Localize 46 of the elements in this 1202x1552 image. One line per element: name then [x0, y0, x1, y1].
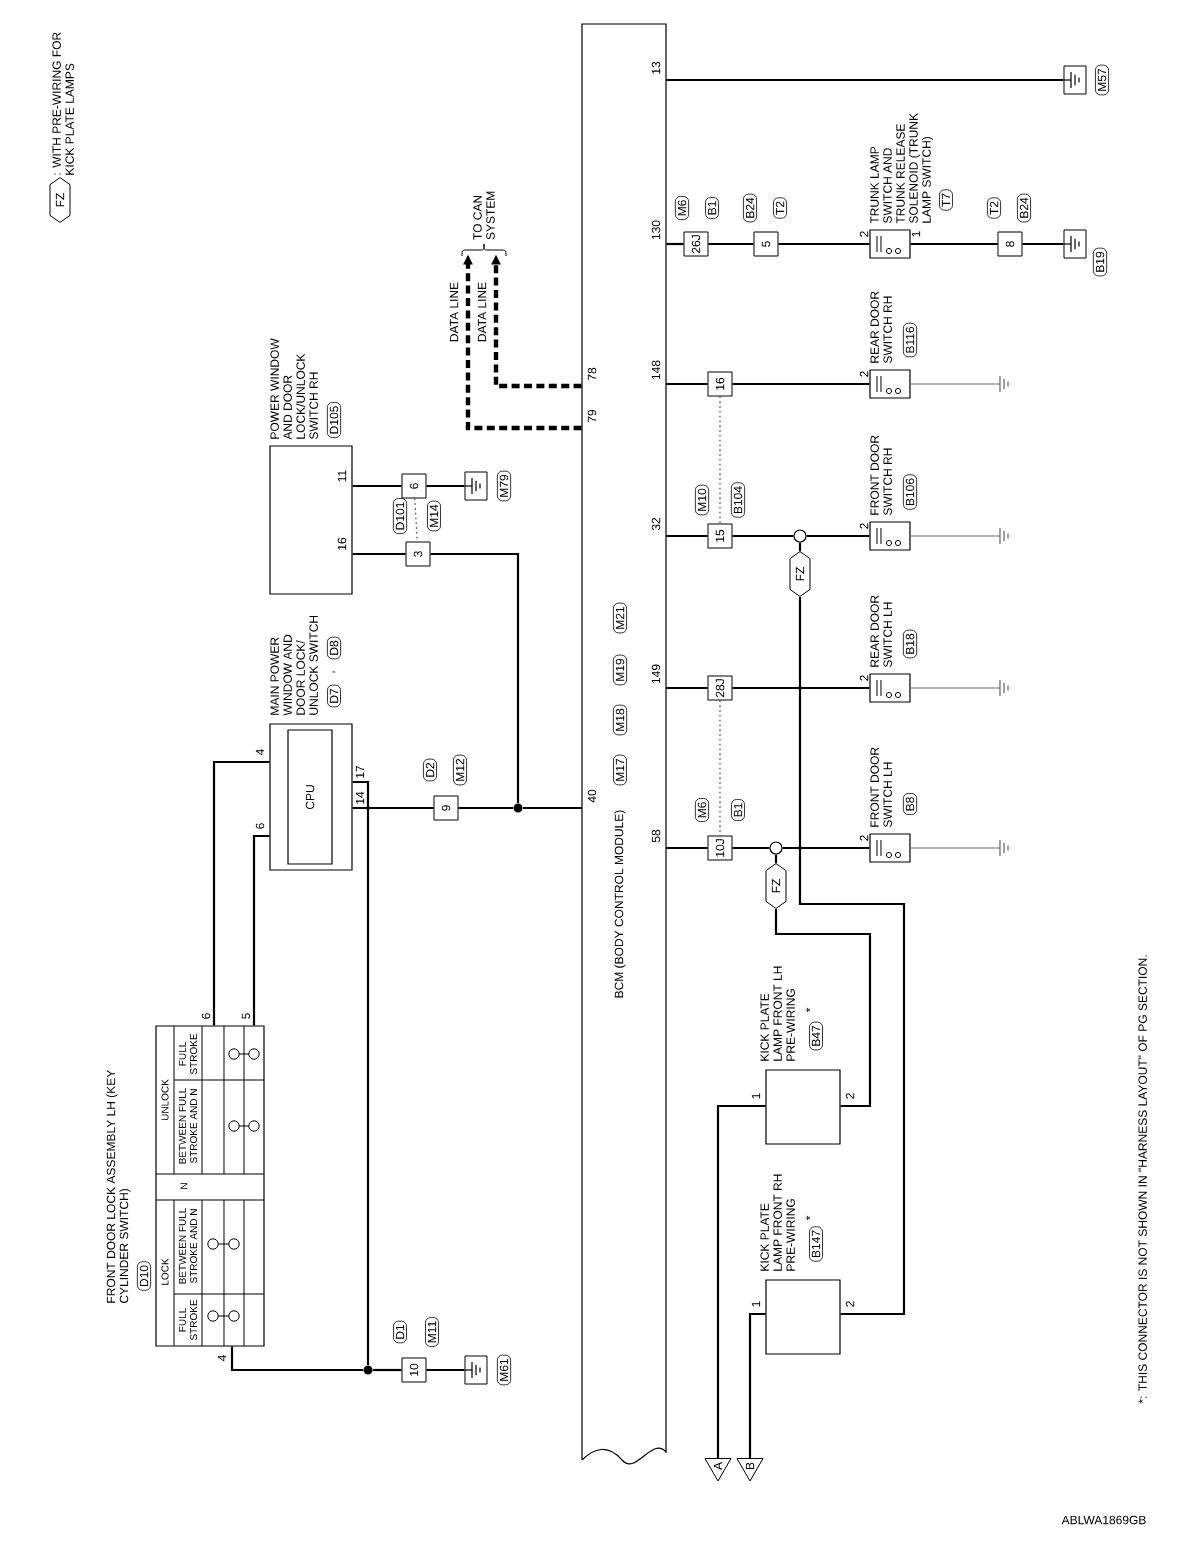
wire [782, 846, 870, 850]
wire [414, 497, 418, 543]
wire [708, 242, 754, 246]
wire [716, 1104, 766, 1458]
wire [666, 686, 708, 690]
wire [372, 1368, 402, 1372]
wire [732, 846, 770, 850]
wire [522, 806, 582, 810]
wire [352, 806, 434, 810]
wire [798, 542, 802, 551]
wire [778, 242, 870, 246]
wire [426, 1368, 465, 1372]
wire [774, 854, 778, 863]
wire [666, 78, 1064, 82]
ground-symbol [996, 679, 1009, 697]
wire [806, 534, 870, 538]
wire [230, 1346, 364, 1372]
ground-symbol [996, 375, 1009, 393]
wire [910, 242, 998, 246]
wire [426, 484, 465, 488]
wire [352, 484, 402, 488]
wire [719, 395, 721, 525]
wire [910, 847, 998, 849]
wire [774, 909, 872, 1108]
wire [910, 535, 998, 537]
wire [252, 834, 270, 1026]
wire [212, 760, 270, 1026]
wire [732, 686, 870, 690]
wire [352, 552, 406, 556]
wire [666, 382, 708, 386]
wire [798, 597, 906, 1316]
ground-symbol [996, 839, 1009, 857]
wire [666, 242, 684, 246]
wire [910, 687, 998, 689]
wire [910, 383, 998, 385]
wire [352, 780, 370, 1366]
wire [430, 552, 520, 804]
wire [732, 382, 870, 386]
wire [748, 1312, 766, 1458]
wire [1022, 242, 1064, 246]
wire [719, 699, 721, 837]
wire [666, 846, 708, 850]
ground-symbol [996, 527, 1009, 545]
wire [666, 534, 708, 538]
wire [458, 806, 514, 810]
wire [732, 534, 794, 538]
